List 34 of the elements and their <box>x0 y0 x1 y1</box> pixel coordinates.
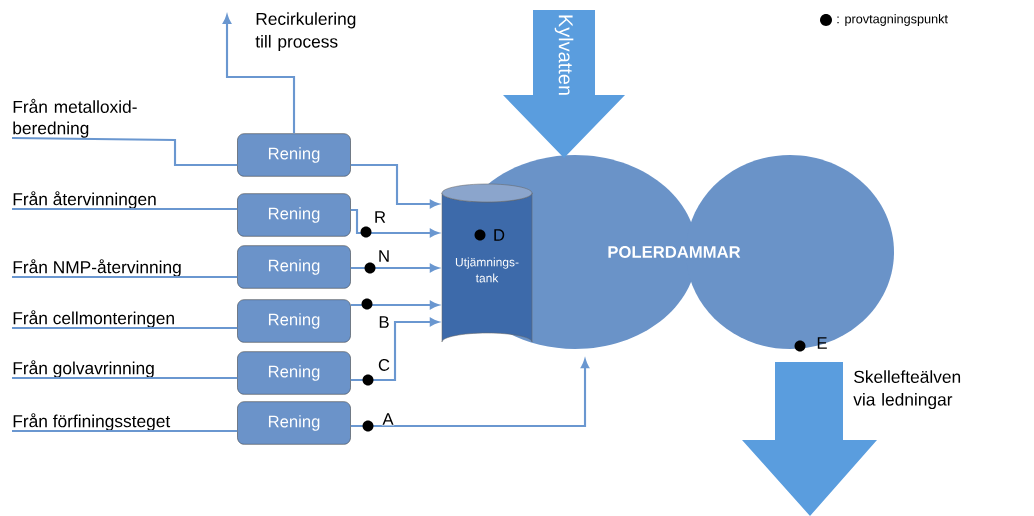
flow-line <box>12 376 238 380</box>
arrow <box>350 163 439 209</box>
edge-label: N <box>377 249 391 263</box>
process-box: Rening <box>237 245 351 289</box>
flow-line <box>12 326 238 330</box>
outlet-caption: Skellefteälven via ledningar <box>853 370 961 410</box>
legend-text: : provtagningspunkt <box>837 14 948 26</box>
source-label: Från förfiningssteget <box>13 413 171 431</box>
arrow <box>350 359 590 428</box>
source-label: Från NMP-återvinning <box>13 259 181 277</box>
arrow <box>350 317 439 382</box>
source-label: Från cellmonteringen <box>13 310 174 328</box>
process-box: Rening <box>237 133 351 177</box>
edge-label: A <box>381 412 395 426</box>
flow-line <box>12 275 238 279</box>
point-letter: D <box>494 229 505 241</box>
edge-label: C <box>377 358 391 372</box>
edge-label: R <box>373 210 387 224</box>
source-label: Från golvavrinning <box>13 360 154 378</box>
source-label: Från metalloxid-beredning <box>13 98 137 138</box>
process-box: Rening <box>237 351 351 395</box>
flow-line <box>12 207 238 211</box>
source-label: Från återvinningen <box>13 191 156 209</box>
edge-label: B <box>377 315 391 329</box>
process-box: Rening <box>237 193 351 237</box>
arrow <box>350 208 439 238</box>
arrow <box>350 300 439 310</box>
outlet-label: Recirkulering till process <box>255 12 356 52</box>
arrow <box>350 263 439 273</box>
process-box: Rening <box>237 401 351 445</box>
flow-line <box>12 136 238 167</box>
arrow <box>222 14 296 134</box>
flow-line <box>12 429 238 433</box>
process-box: Rening <box>237 299 351 343</box>
